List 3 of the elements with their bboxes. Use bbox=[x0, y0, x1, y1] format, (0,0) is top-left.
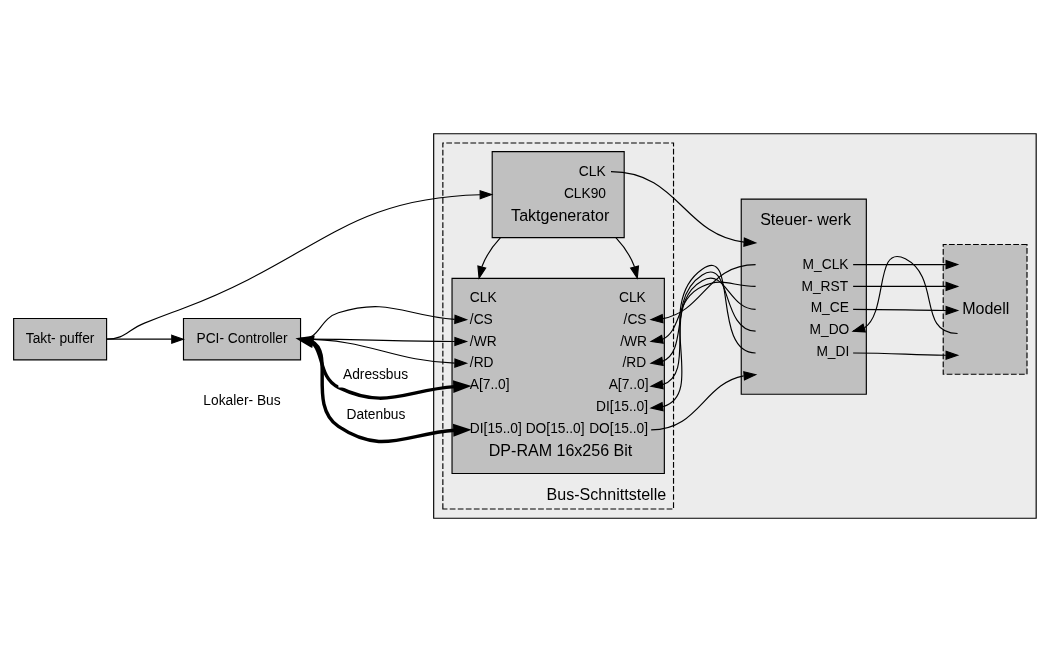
label: Lokaler- Bus bbox=[203, 392, 281, 408]
edge-label: Datenbus bbox=[346, 406, 406, 422]
edge-label: Adressbus bbox=[343, 367, 409, 383]
